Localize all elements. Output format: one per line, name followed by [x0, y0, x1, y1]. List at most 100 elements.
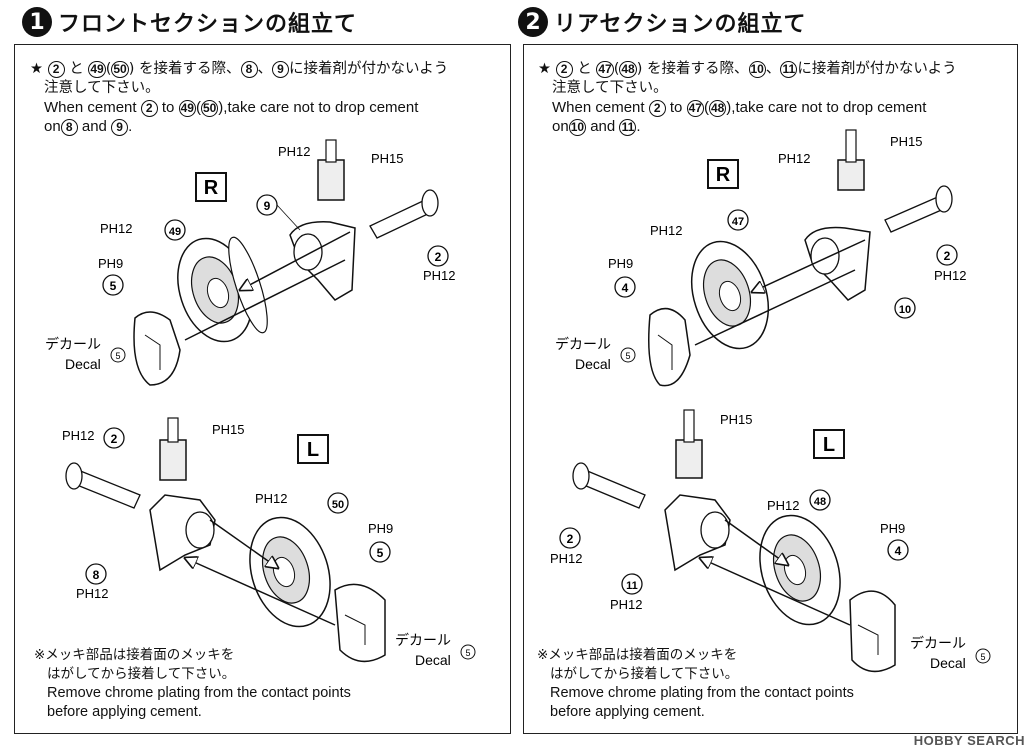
ph12-label: PH12: [100, 221, 133, 236]
note-en: and: [81, 118, 107, 135]
ph9-label: PH9: [880, 521, 905, 536]
part-badge-9: 9: [272, 61, 289, 78]
axle-pin-2: [65, 462, 141, 509]
note-en: .: [636, 118, 641, 135]
note-en: .: [128, 118, 133, 135]
part-label-48: 48: [814, 496, 826, 508]
ph12-label: PH12: [255, 491, 288, 506]
decal-label-en: Decal: [930, 655, 966, 671]
chrome-note-en-1: Remove chrome plating from the contact p…: [47, 685, 351, 701]
section-2-chrome-note: ※メッキ部品は接着面のメッキを はがしてから接着して下さい。 Remove ch…: [537, 646, 854, 722]
brake-disc-47: [691, 240, 769, 350]
note-text: に接着剤が付かないよう: [797, 61, 957, 77]
brake-disc-50: [249, 516, 331, 628]
note-jp-line2: 注意して下さい。: [44, 80, 160, 96]
note-en: When cement: [552, 99, 645, 116]
axle-pin-2: [369, 189, 439, 239]
part-label-49: 49: [169, 226, 181, 238]
decal-label-en: Decal: [65, 356, 101, 372]
decal-label-jp: デカール: [45, 336, 101, 352]
part-badge-10: 10: [568, 119, 587, 136]
section-2-heading: リアセクションの組立て: [554, 12, 807, 37]
part-label-11: 11: [626, 580, 638, 592]
section-1-title: 1 フロントセクションの組立て: [22, 4, 357, 40]
part-badge-2: 2: [555, 61, 573, 78]
ph15-label: PH15: [212, 422, 245, 437]
section-1-panel: [14, 44, 511, 734]
decal-number: 5: [625, 351, 630, 361]
decal-number: 5: [980, 652, 985, 662]
axle-pin-2: [884, 185, 953, 233]
step-number-1: 1: [22, 7, 52, 37]
ph15-label: PH15: [890, 134, 923, 149]
part-badge-47: 47: [596, 61, 614, 78]
note-text: を接着する際、: [139, 61, 241, 77]
part-label-50: 50: [332, 499, 344, 511]
watermark-logo: HOBBY SEARCH: [913, 733, 1025, 748]
note-en: to: [161, 99, 175, 116]
part-badge-10: 10: [748, 61, 766, 78]
part-label-10: 10: [899, 304, 911, 316]
caliper-5: [133, 311, 181, 386]
decal-label-jp: デカール: [395, 632, 451, 648]
ph12-label: PH12: [650, 223, 683, 238]
part-label-5: 5: [110, 279, 117, 293]
side-box-r: [707, 159, 739, 189]
axle-pin-2: [572, 462, 646, 509]
part-badge-49: 49: [88, 61, 106, 78]
knuckle-10: [804, 129, 871, 301]
note-en: on: [552, 118, 569, 135]
step-number-2: 2: [518, 7, 548, 37]
part-label-9: 9: [264, 199, 271, 213]
ph15-label: PH15: [371, 151, 404, 166]
caliper-4: [849, 590, 896, 673]
note-jp-line2: 注意して下さい。: [552, 80, 668, 96]
part-badge-8: 8: [60, 119, 78, 136]
section-1-r-side: R PH12 PH15 9: [45, 139, 456, 386]
ph12-label: PH12: [550, 551, 583, 566]
ph12-label: PH12: [278, 144, 311, 159]
knuckle-8: [149, 417, 216, 572]
part-label-2: 2: [111, 432, 118, 446]
chrome-note-en-2: before applying cement.: [550, 704, 705, 720]
section-1-l-side: L PH12 2 PH15 PH12 50 PH9 5: [62, 417, 476, 668]
note-text: と: [577, 61, 592, 77]
chrome-note-jp-1: ※メッキ部品は接着面のメッキを: [34, 647, 235, 663]
part-badge-47: 47: [686, 100, 704, 117]
side-label-l: L: [823, 434, 835, 456]
note-text: と: [69, 61, 84, 77]
ph12-label: PH12: [423, 268, 456, 283]
note-en: ,take care not to drop cement: [731, 99, 927, 116]
caliper-5: [334, 583, 386, 663]
note-en: to: [669, 99, 683, 116]
section-2-l-side: L PH15 PH12 48 PH9 4 2 PH12: [550, 409, 991, 673]
caliper-4: [648, 307, 691, 387]
part-label-8: 8: [93, 568, 100, 582]
note-en: on: [44, 118, 61, 135]
part-badge-9: 9: [111, 119, 129, 136]
ph9-label: PH9: [98, 256, 123, 271]
decal-label-jp: デカール: [555, 336, 611, 352]
note-text: 、: [765, 61, 781, 77]
section-2-panel: [523, 44, 1018, 734]
part-label-2: 2: [435, 250, 442, 264]
side-label-r: R: [716, 164, 731, 186]
chrome-note-jp-2: はがしてから接着して下さい。: [550, 666, 739, 682]
chrome-note-jp-1: ※メッキ部品は接着面のメッキを: [537, 647, 738, 663]
ph12-label: PH12: [62, 428, 95, 443]
ph15-label: PH15: [720, 412, 753, 427]
part-label-2: 2: [567, 532, 574, 546]
side-label-l: L: [307, 439, 319, 461]
part-label-47: 47: [732, 216, 744, 228]
decal-number: 5: [465, 648, 470, 658]
chrome-note-en-1: Remove chrome plating from the contact p…: [550, 685, 854, 701]
part-badge-48: 48: [708, 100, 727, 117]
part-badge-50: 50: [111, 61, 129, 78]
section-1-chrome-note: ※メッキ部品は接着面のメッキを はがしてから接着して下さい。 Remove ch…: [34, 646, 351, 722]
decal-number: 5: [115, 351, 120, 361]
ph12-label: PH12: [76, 586, 109, 601]
part-badge-48: 48: [619, 61, 637, 78]
